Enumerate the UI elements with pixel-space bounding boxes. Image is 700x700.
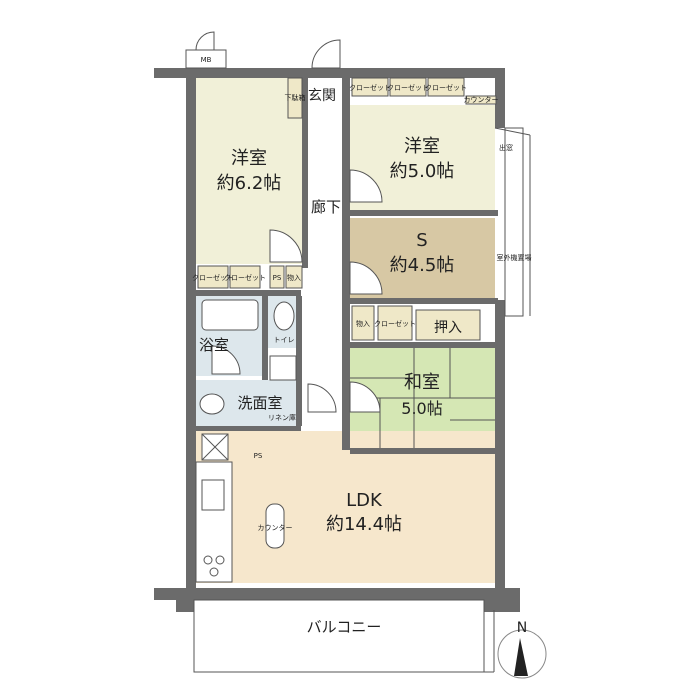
stove [203,555,225,577]
closet-label-4: クローゼット [192,273,234,282]
linen-label: リネン庫 [268,413,296,422]
western-room-1-name: 洋室 [231,148,267,169]
ps-label-upper: PS [273,274,282,282]
mb-label: MB [201,56,212,64]
ps-label: PS [254,452,263,460]
corridor-name: 廊下 [311,198,341,216]
outdoor-unit-label: 室外機置場 [497,253,532,262]
bathtub [201,299,259,331]
japanese-room-name: 和室 [404,372,440,393]
closet-label-1: クローゼット [349,83,391,92]
closet-row-left [197,265,261,289]
mb-door-arc [195,31,215,51]
western-room-1-size: 約6.2帖 [217,173,282,194]
service-room-size: 約4.5帖 [390,255,455,276]
toilet-bowl [273,301,295,331]
balcony-name: バルコニー [307,618,382,636]
entrance-door[interactable] [311,39,341,69]
ldk-floor [196,431,496,583]
monoire-box-1 [285,265,303,289]
closet-label-5: クローゼット [224,273,266,282]
bath-name: 浴室 [199,336,229,354]
washroom-name: 洗面室 [237,394,282,412]
service-room-name: S [416,230,427,251]
ps-box-upper [269,265,285,289]
western-room-2-name: 洋室 [404,136,440,157]
compass-label: N [517,620,527,636]
monoire-label-2: 物入 [287,273,301,282]
outdoor-unit-space [504,127,524,317]
monoire-label-1: 物入 [356,319,370,328]
washer-pan [269,355,297,381]
compass-icon [497,629,547,679]
balcony-area [193,599,485,673]
toilet-name: トイレ [274,336,295,344]
closet-label-3: クローゼット [425,83,467,92]
monoire-box-2 [351,305,375,341]
japanese-room-size: 5.0帖 [401,399,442,418]
closet-label-6: クローゼット [374,319,416,328]
kitchen-sink [201,479,225,511]
closet-box-small [377,305,413,341]
room-doors [211,169,383,413]
wash-basin [199,393,225,415]
ldk-counter [265,503,285,549]
oshiire-label: 押入 [434,320,462,336]
shoe-box-label: 下駄箱 [285,93,306,102]
bay-window-label: 出窓 [499,143,513,152]
shoe-box [287,77,303,119]
closet-row-top [351,77,497,105]
ldk-size: 約14.4帖 [326,514,402,535]
counter-label: カウンター [258,523,293,532]
closet-label-2: クローゼット [387,83,429,92]
western-room-2-size: 約5.0帖 [390,161,455,182]
oshiire-box [415,309,481,341]
entrance-name: 玄関 [308,87,336,104]
ldk-name: LDK [346,490,383,511]
counter-label-top: カウンター [464,95,499,104]
